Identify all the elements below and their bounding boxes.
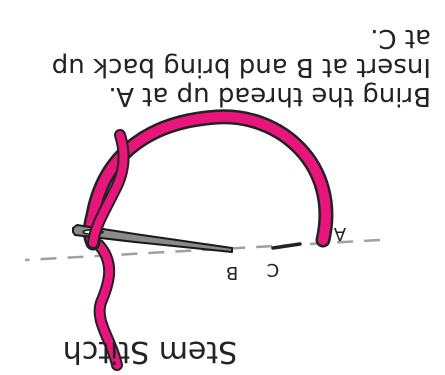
rotated-canvas: A B C Stem Stitch Bring the thread up at… (24, 23, 431, 371)
diagram-title: Stem Stitch (63, 334, 237, 369)
sewing-needle-icon (72, 224, 233, 253)
thread-main-arc (82, 109, 334, 251)
instruction-line-3: at C. (370, 23, 431, 53)
thread-tail-upper (93, 239, 123, 371)
thread-tail-lower (87, 129, 130, 249)
previous-stitch (271, 242, 302, 250)
instruction-line-1: Bring the thread up at A. (108, 81, 431, 111)
point-label-c: C (267, 259, 280, 280)
point-label-a: A (333, 223, 346, 244)
instruction-line-2: Insert at B and bring back up (52, 52, 431, 82)
thread-strand-icon (95, 241, 121, 369)
point-label-b: B (226, 262, 238, 283)
